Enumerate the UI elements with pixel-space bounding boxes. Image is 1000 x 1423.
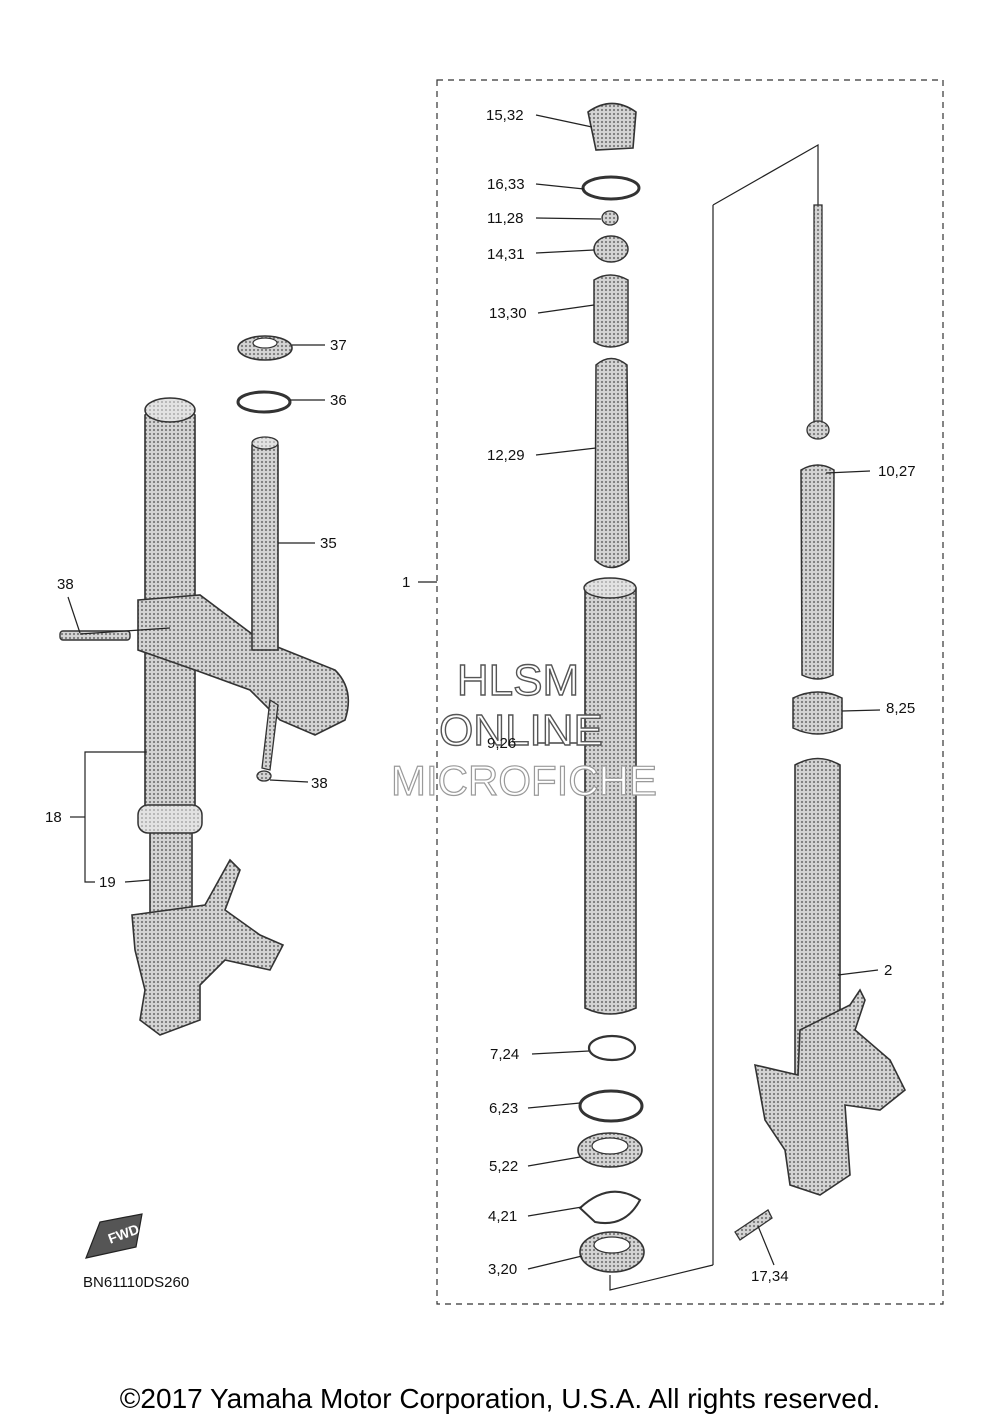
callout-11-28: 11,28 bbox=[487, 210, 523, 227]
callout-15-32: 15,32 bbox=[486, 107, 524, 124]
callout-35: 35 bbox=[320, 535, 337, 552]
callout-36: 36 bbox=[330, 392, 347, 409]
o-ring-shape bbox=[581, 175, 641, 201]
seal-collar bbox=[137, 804, 203, 834]
damper-rod-joint bbox=[806, 420, 830, 440]
callout-9-26: 9,26 bbox=[487, 735, 516, 752]
axle-bracket-shape bbox=[131, 858, 285, 1036]
inner-tube-illustration bbox=[609, 143, 907, 1291]
exploded-stack-illustration bbox=[577, 102, 645, 1273]
callout-7-24: 7,24 bbox=[490, 1046, 519, 1063]
bushing-shape bbox=[792, 691, 843, 735]
bolt-38-bottom-head bbox=[256, 770, 272, 782]
watermark-line1: HLSM bbox=[457, 656, 579, 705]
watermark-line2: ONLINE bbox=[439, 706, 603, 755]
damper-body-shape bbox=[800, 464, 835, 680]
outer-tube-exploded-top bbox=[583, 577, 637, 599]
connector-bottom bbox=[609, 1264, 714, 1291]
under-bracket-shape bbox=[137, 594, 350, 736]
callout-14-31: 14,31 bbox=[487, 246, 525, 263]
seal-36-shape bbox=[236, 390, 292, 414]
damper-rod-shape bbox=[813, 204, 823, 426]
callout-5-22: 5,22 bbox=[489, 1158, 518, 1175]
callout-6-23: 6,23 bbox=[489, 1100, 518, 1117]
clip-shape bbox=[578, 1190, 642, 1224]
callout-labels: 15,32 16,33 11,28 14,31 13,30 12,29 1 9,… bbox=[45, 107, 916, 1285]
cap-bolt-shape bbox=[587, 102, 637, 151]
watermark-line3: MICROFICHE bbox=[391, 757, 657, 804]
slide-bushing-shape bbox=[587, 1034, 637, 1062]
callout-16-33: 16,33 bbox=[487, 176, 525, 193]
assembly-box bbox=[436, 79, 944, 1305]
bolt-17-shape bbox=[734, 1209, 773, 1241]
bolt-38-bottom-shape bbox=[261, 698, 279, 771]
callout-37: 37 bbox=[330, 337, 347, 354]
inner-tube-bracket-shape bbox=[753, 988, 907, 1196]
leader-lines bbox=[67, 114, 881, 1270]
callout-17-34: 17,34 bbox=[751, 1268, 789, 1285]
washer-shape bbox=[593, 235, 629, 263]
callout-8-25: 8,25 bbox=[886, 700, 915, 717]
outer-tube-top bbox=[144, 397, 196, 423]
steering-stem-top bbox=[251, 436, 279, 450]
callout-10-27: 10,27 bbox=[878, 463, 916, 480]
watermark: HLSM ONLINE MICROFICHE bbox=[390, 655, 657, 804]
callout-3-20: 3,20 bbox=[488, 1261, 517, 1278]
copyright-notice: ©2017 Yamaha Motor Corporation, U.S.A. A… bbox=[120, 1383, 880, 1414]
dust-seal-bore bbox=[593, 1236, 631, 1254]
callout-38-top: 38 bbox=[57, 576, 74, 593]
collar-shape bbox=[593, 274, 629, 348]
callout-19: 19 bbox=[99, 874, 116, 891]
spring-shape bbox=[594, 357, 630, 569]
callout-13-30: 13,30 bbox=[489, 305, 527, 322]
oil-seal-bore bbox=[591, 1137, 629, 1155]
fwd-badge: FWD bbox=[85, 1213, 143, 1259]
nut-shape bbox=[601, 210, 619, 226]
callout-38-bottom: 38 bbox=[311, 775, 328, 792]
connector-top bbox=[712, 143, 819, 206]
bolt-38-top-shape bbox=[59, 630, 131, 641]
bearing-37-bore bbox=[252, 337, 278, 349]
washer-ring-shape bbox=[578, 1089, 644, 1123]
callout-1: 1 bbox=[402, 574, 410, 591]
callout-18: 18 bbox=[45, 809, 62, 826]
steering-stem-shape bbox=[251, 436, 279, 651]
callout-12-29: 12,29 bbox=[487, 447, 525, 464]
assembled-fork-illustration: FWD bbox=[59, 335, 350, 1259]
diagram-code: BN61110DS260 bbox=[83, 1274, 189, 1291]
callout-4-21: 4,21 bbox=[488, 1208, 517, 1225]
callout-2: 2 bbox=[884, 962, 892, 979]
